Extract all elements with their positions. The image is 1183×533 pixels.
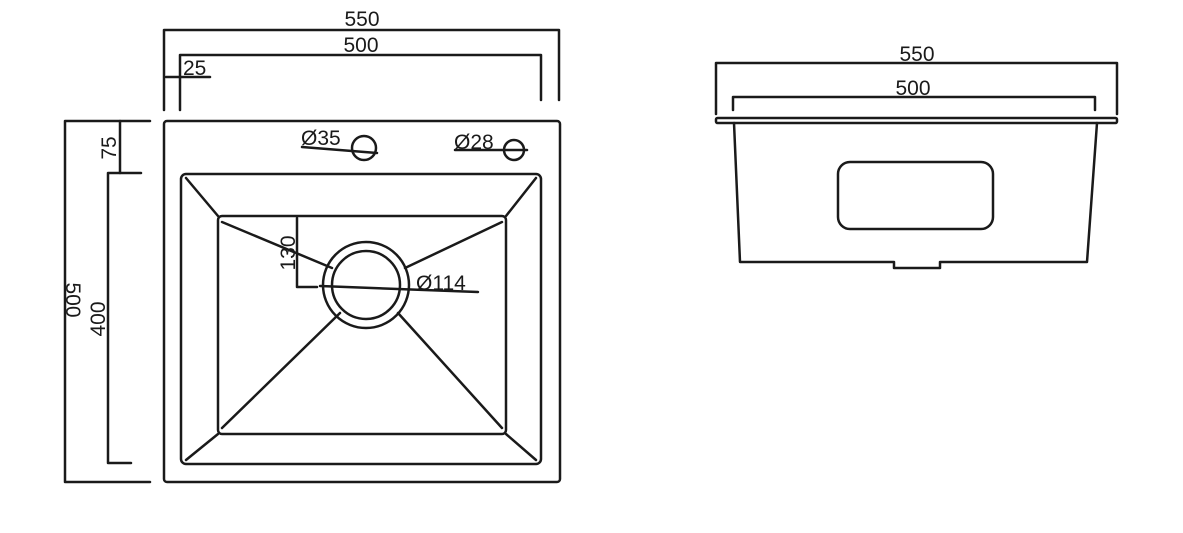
drain-inner (330, 249, 402, 321)
label-accessory-hole: Ø28 (454, 131, 494, 154)
side-label-inner-width: 500 (895, 77, 930, 100)
label-tap-hole: Ø35 (301, 127, 341, 150)
drain-leader (318, 284, 480, 294)
side-label-overall-width: 550 (899, 43, 934, 66)
side-rim (714, 116, 1119, 125)
drain-channels (220, 220, 504, 430)
label-inner-width: 500 (343, 34, 378, 57)
dimline-overall-length (63, 119, 152, 484)
side-overflow-slot (836, 160, 995, 231)
bowl-bottom (216, 214, 508, 436)
side-dimline-overall-width (714, 61, 1119, 116)
dimline-inner-width (178, 53, 543, 112)
top-view-labels: 550 500 25 75 500 400 130 Ø35 Ø28 Ø114 (61, 8, 494, 337)
label-rim-depth: 75 (98, 136, 121, 159)
dimline-bowl-length (106, 171, 143, 465)
dimline-drain-offset (295, 216, 319, 289)
side-view-labels: 550 500 (895, 43, 934, 100)
top-view (63, 28, 562, 484)
label-drain-offset: 130 (277, 235, 300, 270)
label-drain-diameter: Ø114 (416, 272, 466, 295)
bowl-top-edge (179, 172, 543, 466)
side-dimline-inner-width (731, 95, 1097, 112)
bowl-bevel-corners (184, 176, 538, 462)
label-overall-width: 550 (344, 8, 379, 31)
dimline-overall-width (162, 28, 561, 112)
drain-outer (321, 240, 411, 330)
tap-hole-leader (300, 145, 379, 155)
label-overall-length: 500 (61, 282, 84, 317)
sink-outer-rim (162, 119, 562, 484)
side-view (714, 61, 1119, 270)
side-body (732, 121, 1099, 270)
label-rim-offset: 25 (183, 57, 206, 80)
tap-hole (350, 134, 378, 162)
label-bowl-length: 400 (87, 301, 110, 336)
